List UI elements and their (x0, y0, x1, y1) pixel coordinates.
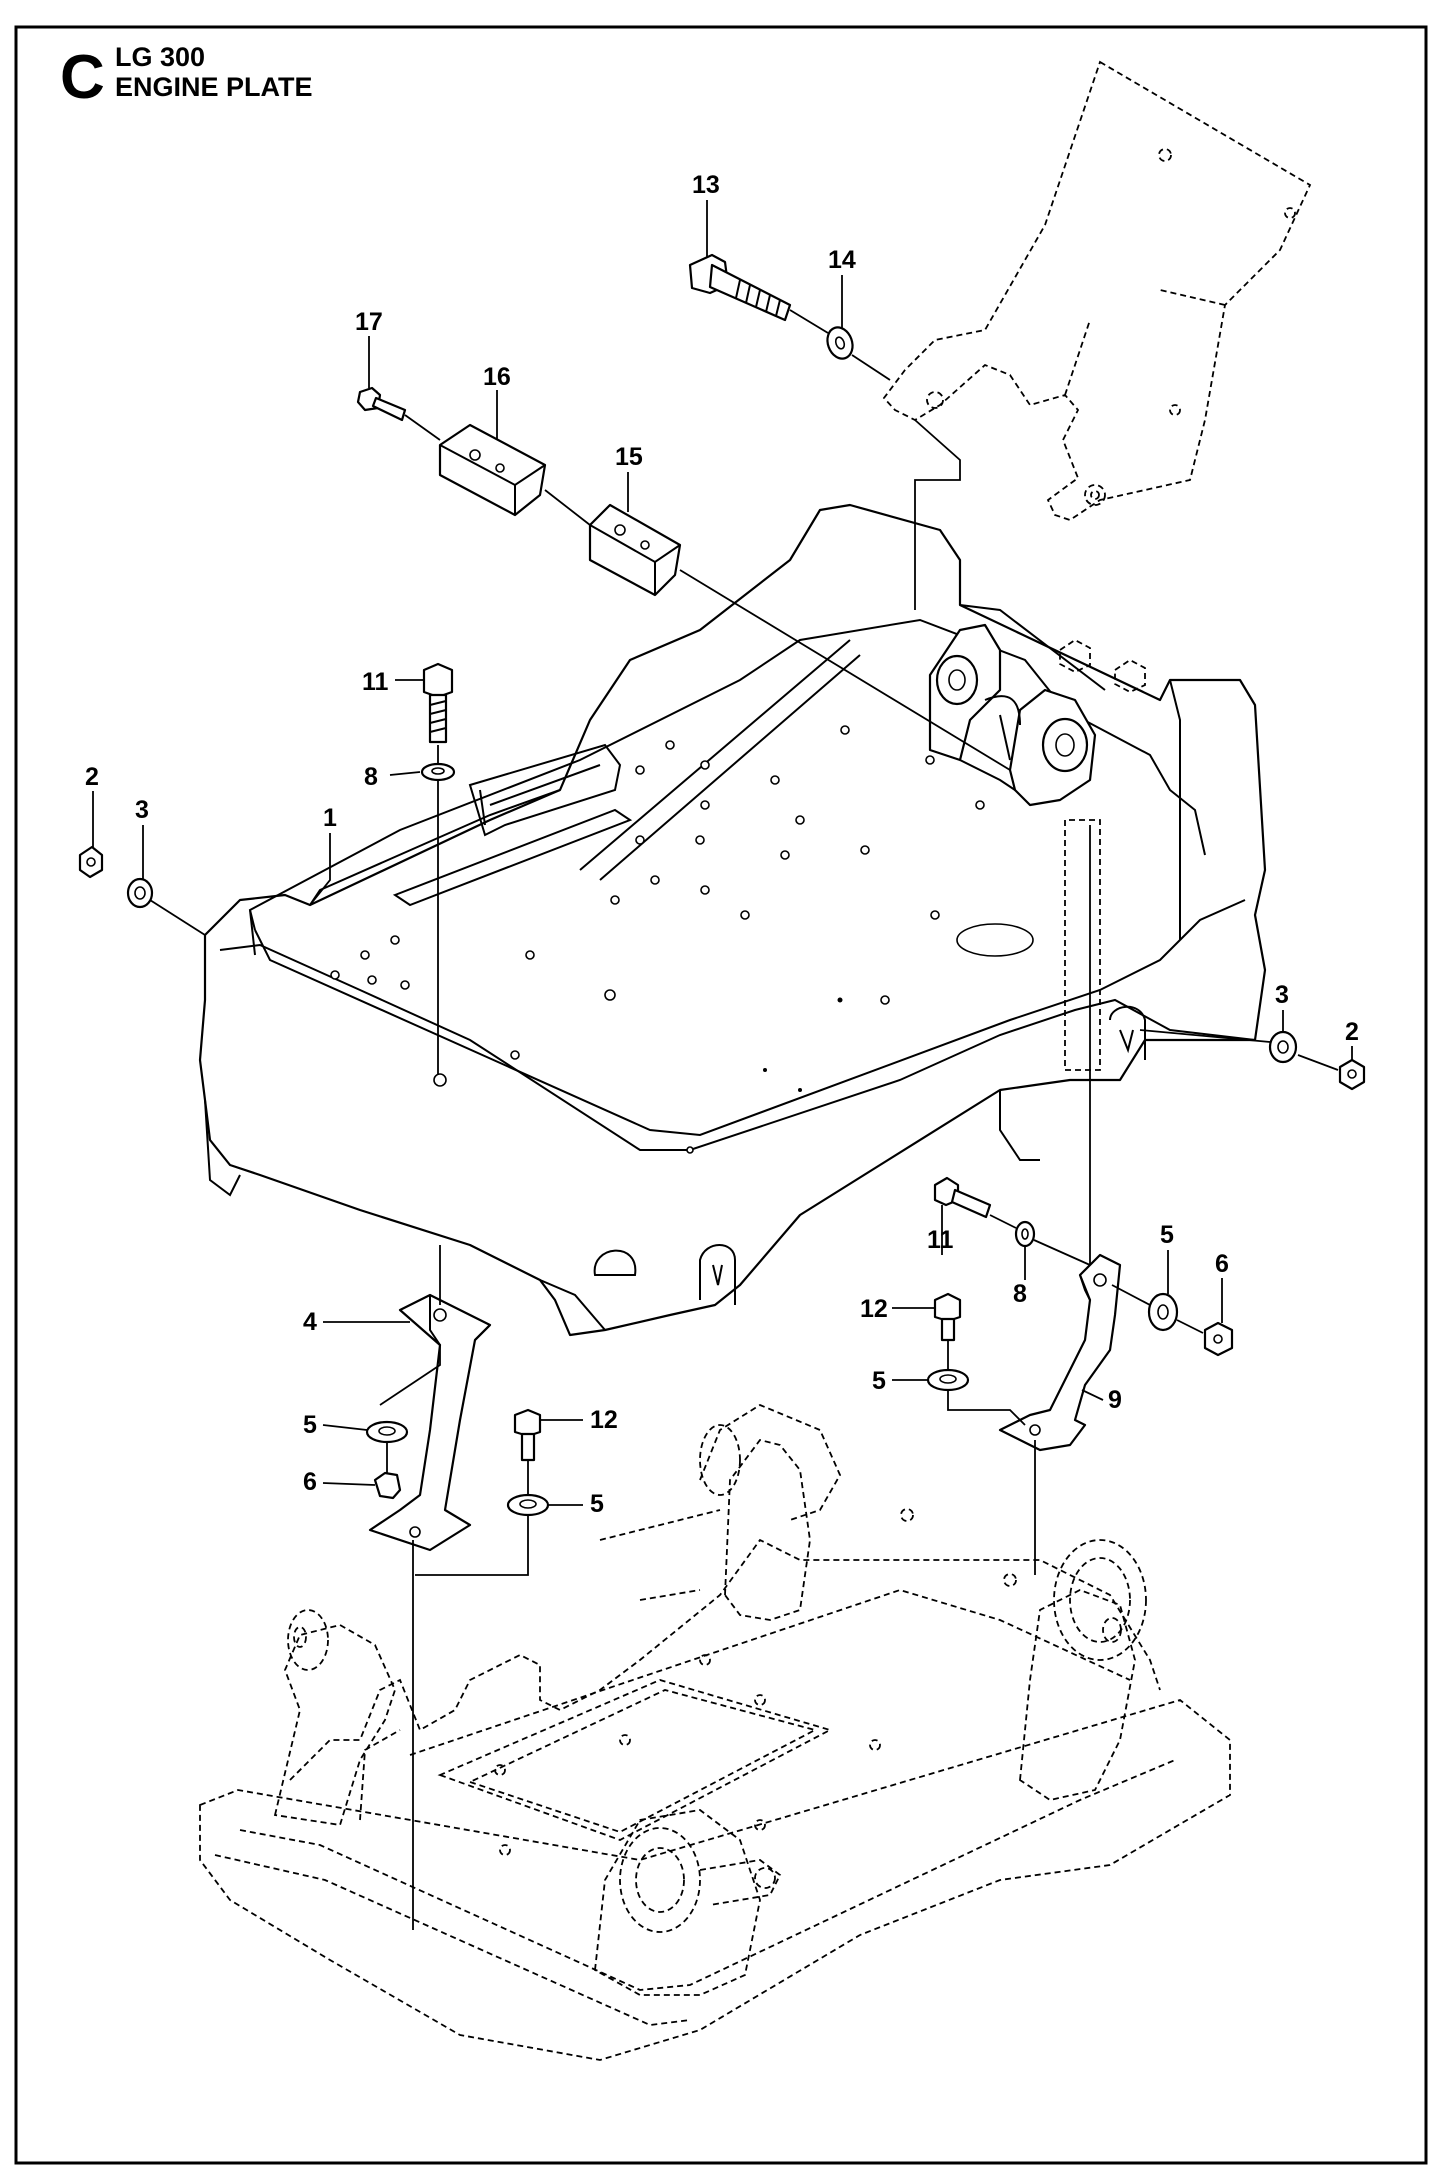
callout-5-left: 5 (303, 1411, 317, 1439)
callout-2-left: 2 (85, 763, 99, 791)
callout-6-left: 6 (303, 1468, 317, 1496)
header: C LG 300 ENGINE PLATE (60, 42, 313, 112)
screw-17 (356, 386, 407, 422)
section-letter: C (60, 43, 105, 112)
callout-5-right-lower: 5 (872, 1367, 886, 1395)
bolt-13 (688, 253, 792, 322)
callout-13: 13 (692, 171, 720, 199)
callout-15: 15 (615, 443, 643, 471)
ghost-nuts (1059, 638, 1146, 694)
bolt-11-lower (933, 1176, 992, 1219)
callout-14: 14 (828, 246, 856, 274)
callout-17: 17 (355, 308, 383, 336)
callout-1: 1 (323, 804, 337, 832)
nut-6-right (1203, 1321, 1234, 1357)
clamp-16 (438, 423, 547, 517)
model-name: LG 300 (115, 42, 205, 72)
washer-8-upper (420, 762, 456, 782)
nut-6-left (373, 1471, 402, 1500)
callout-16: 16 (483, 363, 511, 391)
washer-5-left-top (365, 1420, 409, 1444)
callout-6-right: 6 (1215, 1250, 1229, 1278)
washer-8-lower (1014, 1220, 1036, 1248)
callout-9: 9 (1108, 1386, 1122, 1414)
callout-2-right: 2 (1345, 1018, 1359, 1046)
washer-5-center (506, 1493, 550, 1517)
page-title: ENGINE PLATE (115, 72, 313, 102)
callout-3-left: 3 (135, 796, 149, 824)
engine-plate-tray (198, 503, 1267, 1337)
nut-2-right (1338, 1058, 1366, 1091)
callout-12-left: 12 (590, 1406, 618, 1434)
washer-3-left (126, 877, 154, 909)
nut-2-left (78, 845, 104, 879)
callout-5-right: 5 (1160, 1221, 1174, 1249)
bolt-11-upper (422, 662, 454, 744)
washer-14 (826, 326, 854, 360)
mount-bracket-9 (998, 1253, 1122, 1452)
mount-bracket-4 (368, 1293, 492, 1552)
callout-8-upper: 8 (364, 763, 378, 791)
callout-3-right: 3 (1275, 981, 1289, 1009)
washer-3-right (1268, 1030, 1298, 1064)
bolt-12-left (513, 1408, 542, 1462)
ghost-handle-bracket (882, 60, 1312, 521)
callout-leaders (92, 200, 1353, 1506)
washer-5-right-lower (926, 1368, 970, 1392)
callout-labels: 13 14 17 16 15 11 8 2 3 1 3 2 11 8 5 6 1… (85, 171, 1359, 1518)
callout-5-center: 5 (590, 1490, 604, 1518)
clamp-15 (588, 503, 682, 597)
callout-12-right: 12 (860, 1295, 888, 1323)
ghost-base-plate (199, 1403, 1231, 2061)
callout-4: 4 (303, 1308, 317, 1336)
bolt-12-right (933, 1292, 962, 1342)
callout-11-lower: 11 (927, 1226, 954, 1254)
callout-11-upper: 11 (362, 668, 389, 696)
washer-5-right (1147, 1292, 1179, 1332)
page-frame (14, 25, 1428, 2165)
callout-8-lower: 8 (1013, 1280, 1027, 1308)
